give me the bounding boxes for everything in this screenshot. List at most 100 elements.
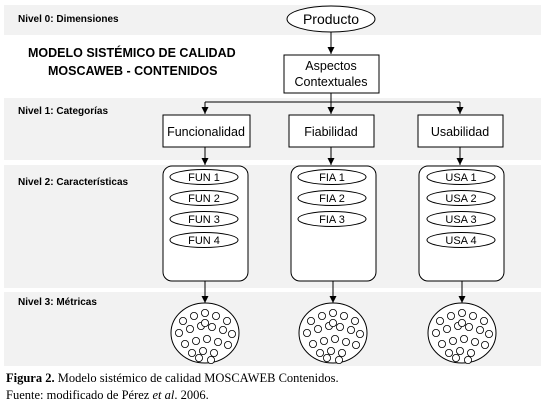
metrics-cluster-outline (170, 302, 240, 364)
metric-circle (211, 311, 220, 320)
characteristic-oval (426, 211, 496, 227)
level0-label: Nivel 0: Dimensiones (18, 14, 119, 25)
metric-circle (446, 311, 455, 320)
metric-circle (191, 336, 200, 345)
metric-circle (463, 355, 472, 364)
metric-circle (330, 334, 339, 343)
characteristic-label: FUN 2 (188, 193, 220, 205)
metric-circle (350, 316, 359, 325)
metric-circle (479, 316, 488, 325)
metric-circle (200, 308, 209, 317)
level2-label: Nivel 2: Características (18, 177, 129, 188)
metric-circle (187, 348, 196, 357)
characteristic-label: FUN 1 (188, 172, 220, 184)
metric-circle (313, 324, 322, 333)
characteristic-label: USA 3 (445, 214, 476, 226)
metric-circle (341, 337, 350, 346)
figure-label: Figura 2. (6, 371, 55, 385)
metric-circle (470, 337, 479, 346)
metric-circle (209, 348, 218, 357)
figure-text: Modelo sistémico de calidad MOSCAWEB Con… (57, 371, 339, 385)
metric-circle (319, 336, 328, 345)
characteristic-label: FUN 4 (188, 235, 220, 247)
metric-circle (457, 318, 466, 327)
metric-circle (355, 329, 364, 338)
metric-circle (466, 348, 475, 357)
aspectos-label-line1: Aspectos (305, 59, 356, 73)
category-box-funcionalidad (162, 114, 251, 148)
metric-circle (322, 353, 331, 362)
metric-circle (351, 340, 360, 349)
source-suffix: . 2006. (174, 388, 209, 402)
producto-label: Producto (303, 11, 359, 27)
metric-circle (335, 322, 344, 331)
metric-circle (194, 353, 203, 362)
metric-circle (207, 322, 216, 331)
metric-circle (468, 311, 477, 320)
level3-label: Nivel 3: Métricas (18, 297, 97, 308)
metrics-cluster-outline (427, 302, 497, 364)
metric-circle (448, 336, 457, 345)
characteristic-oval (426, 190, 496, 206)
metric-circle (464, 322, 473, 331)
metric-circle (480, 340, 489, 349)
characteristic-oval (297, 211, 367, 227)
characteristic-oval (169, 190, 239, 206)
metric-circle (317, 311, 326, 320)
characteristic-label: USA 4 (445, 235, 476, 247)
characteristic-label: FUN 3 (188, 214, 220, 226)
metric-circle (431, 328, 440, 337)
characteristic-label: FIA 1 (319, 172, 345, 184)
category-label-usabilidad: Usabilidad (431, 125, 489, 139)
diagram-title-line2: MOSCAWEB - CONTENIDOS (48, 64, 217, 78)
characteristic-oval (169, 169, 239, 185)
characteristic-oval (169, 211, 239, 227)
metric-circle (326, 346, 335, 355)
metrics-cluster-outline (298, 302, 368, 364)
metric-circle (206, 355, 215, 364)
metric-circle (189, 311, 198, 320)
metric-circle (315, 348, 324, 357)
metric-circle (339, 311, 348, 320)
metric-circle (337, 348, 346, 357)
metric-circle (346, 325, 355, 334)
category-label-fiabilidad: Fiabilidad (304, 125, 358, 139)
metric-circle (437, 339, 446, 348)
characteristic-label: FIA 2 (319, 193, 345, 205)
metric-circle (198, 346, 207, 355)
metric-circle (455, 346, 464, 355)
category-box-fiabilidad (288, 114, 375, 148)
metric-circle (200, 318, 209, 327)
metric-circle (435, 316, 444, 325)
metric-circle (334, 355, 343, 364)
metric-circle (444, 348, 453, 357)
source-italic: et al (152, 388, 175, 402)
level1-label: Nivel 1: Categorías (18, 106, 108, 117)
metric-circle (202, 334, 211, 343)
figure-caption: Figura 2. Modelo sistémico de calidad MO… (6, 370, 541, 386)
metric-circle (328, 318, 337, 327)
metric-circle (484, 329, 493, 338)
metric-circle (457, 308, 466, 317)
metrics-cluster-fiabilidad (298, 302, 368, 364)
diagram-title-line1: MODELO SISTÉMICO DE CALIDAD (28, 45, 236, 60)
metric-circle (475, 325, 484, 334)
characteristic-oval (297, 190, 367, 206)
metric-circle (308, 339, 317, 348)
category-label-funcionalidad: Funcionalidad (167, 125, 245, 139)
category-box-usabilidad (417, 114, 504, 148)
level0-band (4, 5, 541, 35)
metric-circle (328, 308, 337, 317)
metric-circle (185, 324, 194, 333)
characteristic-oval (297, 169, 367, 185)
characteristic-oval (426, 232, 496, 248)
metric-circle (302, 328, 311, 337)
metric-circle (442, 324, 451, 333)
metric-circle (218, 325, 227, 334)
metric-circle (178, 316, 187, 325)
figure-source: Fuente: modificado de Pérez et al. 2006. (6, 387, 541, 403)
quality-model-diagram: Nivel 0: Dimensiones Nivel 1: Categorías… (4, 5, 541, 366)
characteristic-oval (169, 232, 239, 248)
metrics-cluster-usabilidad (427, 302, 497, 364)
